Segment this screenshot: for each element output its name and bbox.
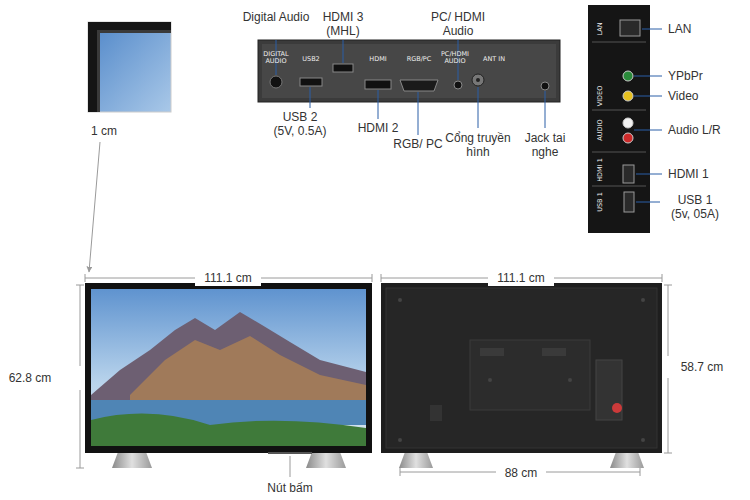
dimension-label: 1 cm	[91, 124, 117, 138]
port-label: USB 1 (5v, 05A)	[668, 193, 723, 221]
silkscreen-text: ANT IN	[483, 56, 505, 63]
port-label: HDMI 1	[668, 167, 709, 181]
port-label: Audio L/R	[668, 123, 721, 137]
silkscreen-text: AUDIO	[597, 119, 604, 140]
silkscreen-text: PC/HDMI AUDIO	[438, 51, 472, 65]
silkscreen-text: USB 1	[597, 192, 604, 212]
port-label: PC/ HDMI Audio	[427, 10, 489, 38]
port-label: YPbPr	[668, 69, 703, 83]
dimension-label: 58.7 cm	[681, 360, 724, 374]
silkscreen-text: HDMI 1	[597, 158, 604, 182]
port-label: HDMI 2	[358, 121, 399, 135]
button-label: Nút bấm	[267, 481, 312, 495]
dimension-label: 111.1 cm	[497, 271, 545, 285]
silkscreen-text: HDMI	[369, 56, 386, 63]
silkscreen-text: USB2	[302, 56, 319, 63]
port-label: HDMI 3 (MHL)	[315, 10, 371, 38]
silkscreen-text: LAN	[597, 22, 604, 35]
silkscreen-text: RGB/PC	[407, 56, 432, 63]
port-label: RGB/ PC	[393, 137, 442, 151]
dimension-label: 111.1 cm	[204, 271, 252, 285]
port-label: LAN	[668, 22, 691, 36]
port-label: Digital Audio	[241, 10, 311, 24]
port-label: USB 2 (5V, 0.5A)	[272, 110, 329, 138]
port-label: Video	[668, 89, 698, 103]
port-label: Cổng truyền hình	[443, 131, 513, 159]
dimension-label: 88 cm	[505, 466, 538, 480]
port-label: Jack tai nghe	[521, 131, 569, 159]
silkscreen-text: DIGITAL AUDIO	[261, 51, 291, 65]
dimension-label: 62.8 cm	[9, 371, 52, 385]
silkscreen-text: VIDEO	[597, 86, 604, 107]
